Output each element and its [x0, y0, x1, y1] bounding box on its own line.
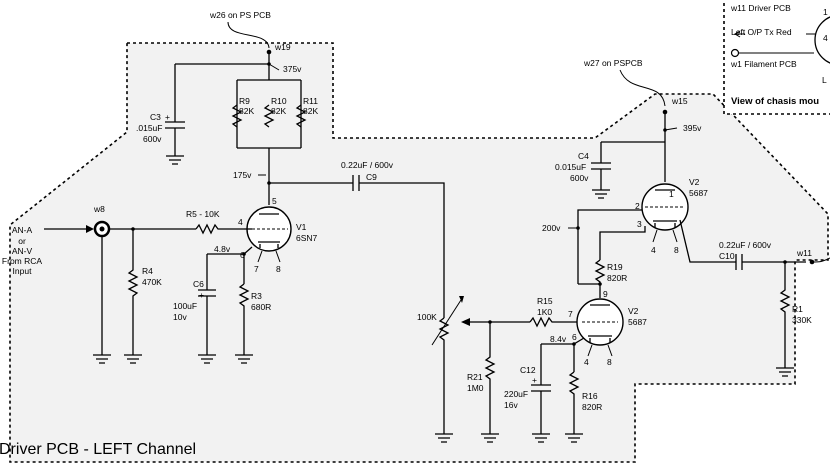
- r3-value: 680R: [251, 302, 271, 312]
- c9-value: 0.22uF / 600v: [341, 160, 394, 170]
- c10-value: 0.22uF / 600v: [719, 240, 772, 250]
- input-section: AN-A or AN-V From RCA Input w8 R4 470K R…: [2, 204, 244, 364]
- socket-pin-4: 4: [823, 33, 828, 43]
- r16-value: 820R: [582, 402, 602, 412]
- c12-ref: C12: [520, 365, 536, 375]
- chassis-view-box: w11 Driver PCB Left O/P Tx Red w1 Filame…: [723, 0, 830, 115]
- r10-value: 82K: [271, 106, 286, 116]
- c3-volt: 600v: [143, 134, 162, 144]
- v2b-pin7: 7: [568, 309, 573, 319]
- pot-section: 100K R21 1M0 R15 1K0: [417, 296, 582, 443]
- input-line4: From RCA: [2, 256, 42, 266]
- v2b-pin4: 4: [584, 357, 589, 367]
- r9-value: 82K: [239, 106, 254, 116]
- v2a-name: V2: [689, 177, 700, 187]
- c10-ref: C10: [719, 251, 735, 261]
- r15-value: 1K0: [537, 307, 552, 317]
- edge-l: L: [822, 75, 827, 85]
- v2a-type: 5687: [689, 188, 708, 198]
- w19-label: w19: [274, 42, 291, 52]
- v175-label: 175v: [233, 170, 252, 180]
- r4-value: 470K: [142, 277, 162, 287]
- r11-ref: R11: [303, 96, 318, 106]
- r1-ref: R1: [792, 304, 803, 314]
- w26-label: w26 on PS PCB: [209, 10, 271, 20]
- v1-pin7: 7: [254, 264, 259, 274]
- r4-ref: R4: [142, 266, 153, 276]
- c3-plus: +: [165, 112, 170, 122]
- r5-label: R5 - 10K: [186, 209, 220, 219]
- input-line5: Input: [13, 266, 33, 276]
- v1-stage: w26 on PS PCB w19 375v C3 + .015uF 600v …: [136, 10, 445, 364]
- r15-ref: R15: [537, 296, 553, 306]
- r21-ref: R21: [467, 372, 483, 382]
- v2b-stage: R19 820R 9 7 6 4 8 V2 5687 8.4v C12 + 22…: [504, 259, 647, 443]
- w8-label: w8: [93, 204, 105, 214]
- v2a-pin1: 1: [669, 189, 674, 199]
- v2b-type: 5687: [628, 317, 647, 327]
- v1-pin4: 4: [238, 217, 243, 227]
- input-line3: AN-V: [12, 246, 33, 256]
- c6-plus: +: [199, 290, 204, 300]
- c3-ref: C3: [150, 112, 161, 122]
- v1-pin6: 6: [240, 250, 245, 260]
- c12-value: 220uF: [504, 389, 528, 399]
- c6-volt: 10v: [173, 312, 187, 322]
- r11-value: 82K: [303, 106, 318, 116]
- r3-ref: R3: [251, 291, 262, 301]
- v1-pin8: 8: [276, 264, 281, 274]
- v2a-stage: w27 on PSPCB w15 395v C4 0.015uF 600v 1 …: [542, 58, 830, 377]
- c12-volt: 16v: [504, 400, 518, 410]
- c4-volt: 600v: [570, 173, 589, 183]
- v375-label: 375v: [283, 64, 302, 74]
- w11-driver-label: w11 Driver PCB: [730, 3, 791, 13]
- v2a-pin2: 2: [635, 201, 640, 211]
- c6-value: 100uF: [173, 301, 197, 311]
- c4-value: 0.015uF: [555, 162, 586, 172]
- w11-label: w11: [796, 248, 812, 258]
- v2b-pin8: 8: [607, 357, 612, 367]
- c12-plus: +: [532, 375, 537, 385]
- input-line1: AN-A: [12, 225, 33, 235]
- v2a-pin8: 8: [674, 245, 679, 255]
- r1-value: 330K: [792, 315, 812, 325]
- v1-type: 6SN7: [296, 233, 318, 243]
- c6-ref: C6: [193, 279, 204, 289]
- v1-cathode-v: 4.8v: [214, 244, 231, 254]
- c4-ref: C4: [578, 151, 589, 161]
- v2b-name: V2: [628, 306, 639, 316]
- r10-ref: R10: [271, 96, 287, 106]
- left-op-label: Left O/P Tx Red: [731, 27, 792, 37]
- socket-pin-1: 1: [823, 7, 828, 17]
- page-title: Driver PCB - LEFT Channel: [0, 441, 196, 458]
- v2b-cathode-v: 8.4v: [550, 334, 567, 344]
- v1-pin5: 5: [272, 196, 277, 206]
- r21-value: 1M0: [467, 383, 484, 393]
- r19-value: 820R: [607, 273, 627, 283]
- input-line2: or: [18, 236, 26, 246]
- v2b-pin6: 6: [572, 332, 577, 342]
- w27-label: w27 on PSPCB: [583, 58, 643, 68]
- view-label: View of chasis mou: [731, 96, 819, 107]
- w15-label: w15: [671, 96, 688, 106]
- v1-name: V1: [296, 222, 307, 232]
- r19-ref: R19: [607, 262, 623, 272]
- c9-ref: C9: [366, 172, 377, 182]
- v395-label: 395v: [683, 123, 702, 133]
- v2b-pin9: 9: [603, 289, 608, 299]
- r9-ref: R9: [239, 96, 250, 106]
- w1-filament-label: w1 Filament PCB: [730, 59, 797, 69]
- v200-label: 200v: [542, 223, 561, 233]
- v2a-pin3: 3: [637, 219, 642, 229]
- c3-value: .015uF: [136, 123, 162, 133]
- pot-value: 100K: [417, 312, 437, 322]
- r16-ref: R16: [582, 391, 598, 401]
- v2a-pin4: 4: [651, 245, 656, 255]
